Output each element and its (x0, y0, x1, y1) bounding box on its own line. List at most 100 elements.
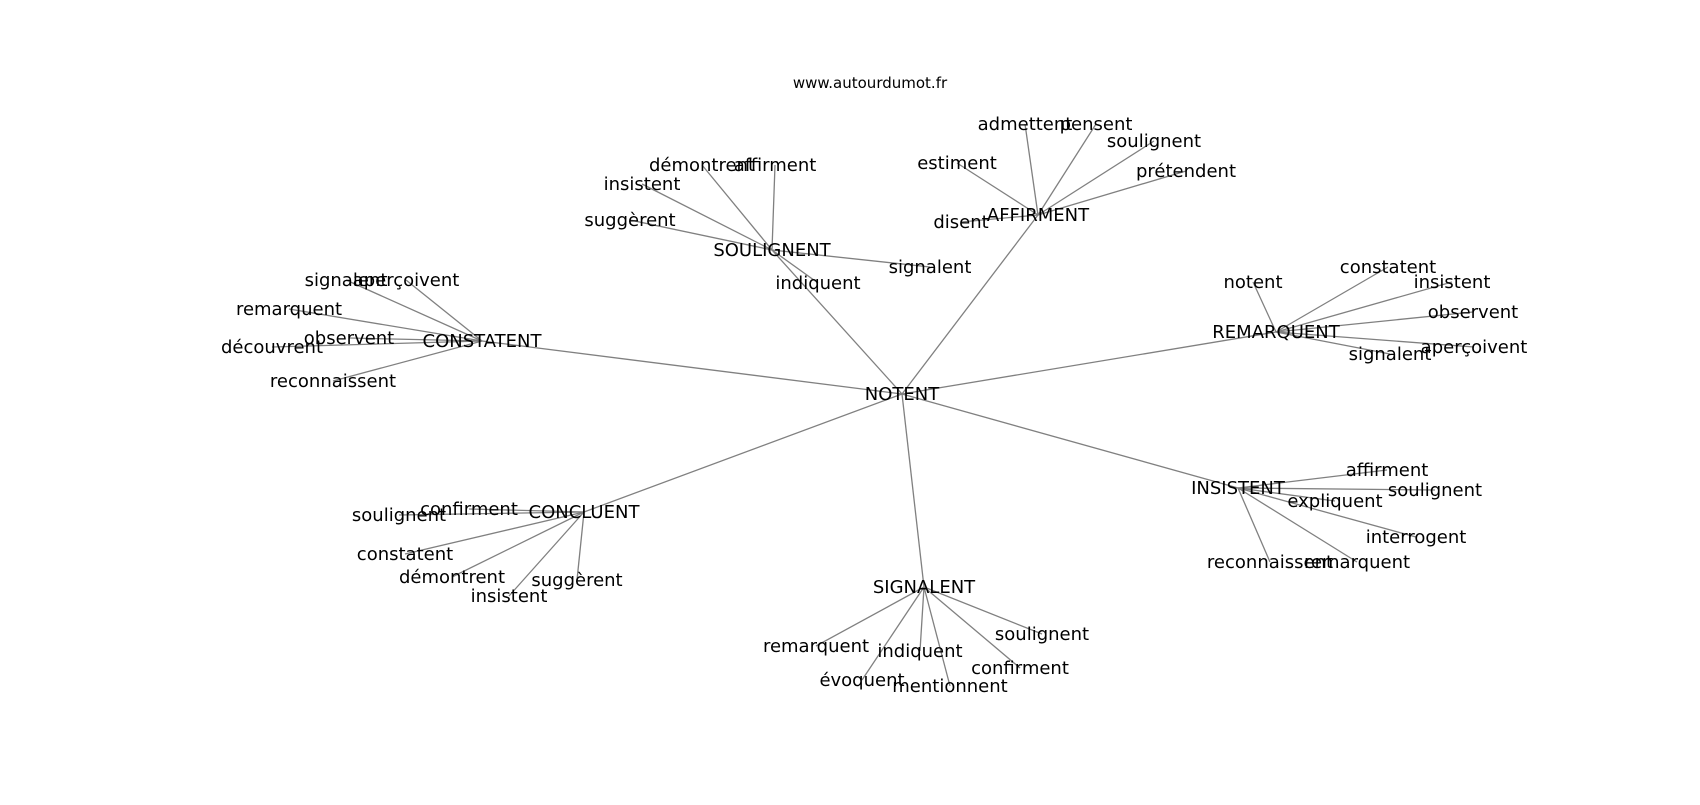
leaf-node-label[interactable]: expliquent (1287, 491, 1382, 512)
edge-affirment-child (960, 214, 1039, 223)
edge-insistent-child (1237, 487, 1417, 538)
edge-center-to-affirment (901, 214, 1039, 395)
labels-layer: NOTENTAFFIRMENTadmettentpensentsoulignen… (221, 114, 1527, 697)
leaf-node-label[interactable]: aperçoivent (1421, 337, 1528, 358)
edge-signalent-child (923, 586, 1043, 635)
leaf-node-label[interactable]: admettent (978, 114, 1073, 135)
group-node-insistent[interactable]: INSISTENT (1191, 478, 1286, 499)
edge-center-to-insistent (901, 393, 1239, 489)
leaf-node-label[interactable]: soulignent (1107, 131, 1201, 152)
leaf-node-label[interactable]: interrogent (1366, 527, 1467, 548)
group-node-constatent[interactable]: CONSTATENT (423, 331, 543, 352)
leaf-node-label[interactable]: insistent (1414, 272, 1491, 293)
leaf-node-label[interactable]: disent (933, 212, 988, 233)
edge-remarquent-child (1275, 281, 1453, 333)
edge-soulignent-child (771, 164, 776, 251)
leaf-node-label[interactable]: affirment (1346, 460, 1429, 481)
edge-center-to-remarquent (901, 331, 1277, 395)
leaf-node-label[interactable]: démontrent (649, 155, 755, 176)
edge-affirment-child (1037, 140, 1155, 216)
edge-signalent-child (923, 586, 951, 687)
edge-constatent-child (405, 279, 483, 342)
edge-insistent-child (1237, 469, 1388, 489)
edge-affirment-child (1024, 123, 1039, 216)
leaf-node-label[interactable]: indiquent (775, 273, 860, 294)
edge-signalent-child (919, 586, 925, 652)
leaf-node-label[interactable]: constatent (357, 544, 453, 565)
leaf-node-label[interactable]: observent (304, 328, 394, 349)
leaf-node-label[interactable]: suggèrent (584, 210, 675, 231)
edge-remarquent-child (1275, 331, 1391, 355)
leaf-node-label[interactable]: estiment (917, 153, 997, 174)
edge-soulignent-child (771, 249, 819, 284)
edge-center-to-concluent (583, 393, 903, 513)
edge-remarquent-child (1275, 331, 1475, 348)
edge-signalent-child (815, 586, 925, 647)
leaf-node-label[interactable]: insistent (471, 586, 548, 607)
edge-center-to-soulignent (771, 249, 903, 395)
leaf-node-label[interactable]: signalent (889, 257, 972, 278)
leaf-node-label[interactable]: pensent (1060, 114, 1133, 135)
leaf-node-label[interactable]: prétendent (1136, 161, 1236, 182)
group-node-concluent[interactable]: CONCLUENT (529, 502, 641, 523)
edge-insistent-child (1237, 487, 1271, 563)
site-url: www.autourdumot.fr (793, 74, 948, 92)
leaf-node-label[interactable]: notent (1223, 272, 1282, 293)
leaf-node-label[interactable]: soulignent (995, 624, 1089, 645)
group-node-affirment[interactable]: AFFIRMENT (987, 205, 1090, 226)
edge-concluent-child (451, 511, 585, 578)
leaf-node-label[interactable]: confirment (971, 658, 1069, 679)
leaf-node-label[interactable]: remarquent (1304, 552, 1410, 573)
edge-signalent-child (861, 586, 925, 681)
group-node-soulignent[interactable]: SOULIGNENT (713, 240, 831, 261)
leaf-node-label[interactable]: insistent (604, 174, 681, 195)
edge-signalent-child (923, 586, 1021, 669)
edge-remarquent-child (1275, 266, 1389, 333)
group-node-remarquent[interactable]: REMARQUENT (1212, 322, 1340, 343)
leaf-node-label[interactable]: évoquent (819, 670, 904, 691)
edge-constatent-child (288, 308, 483, 342)
edge-center-to-signalent (901, 393, 925, 588)
leaf-node-label[interactable]: aperçoivent (353, 270, 460, 291)
edge-concluent-child (576, 511, 585, 581)
edges-layer (271, 123, 1475, 687)
edge-concluent-child (468, 508, 585, 513)
edge-constatent-child (271, 340, 483, 348)
edge-remarquent-child (1275, 311, 1474, 333)
edge-concluent-child (398, 511, 585, 516)
edge-soulignent-child (641, 183, 773, 251)
leaf-node-label[interactable]: suggèrent (531, 570, 622, 591)
leaf-node-label[interactable]: reconnaissent (1207, 552, 1333, 573)
leaf-node-label[interactable]: découvrent (221, 337, 323, 358)
edge-constatent-child (348, 337, 483, 342)
leaf-node-label[interactable]: soulignent (352, 505, 446, 526)
edge-affirment-child (1037, 170, 1187, 216)
center-node-label[interactable]: NOTENT (865, 384, 940, 405)
leaf-node-label[interactable]: indiquent (877, 641, 962, 662)
group-node-signalent[interactable]: SIGNALENT (873, 577, 976, 598)
leaf-node-label[interactable]: remarquent (236, 299, 342, 320)
edge-concluent-child (508, 511, 585, 597)
leaf-node-label[interactable]: signalent (1349, 344, 1432, 365)
edge-soulignent-child (629, 219, 773, 251)
leaf-node-label[interactable]: confirment (420, 499, 518, 520)
leaf-node-label[interactable]: affirment (734, 155, 817, 176)
edge-insistent-child (1237, 487, 1336, 502)
leaf-node-label[interactable]: mentionnent (892, 676, 1007, 697)
leaf-node-label[interactable]: constatent (1340, 257, 1436, 278)
leaf-node-label[interactable]: démontrent (399, 567, 505, 588)
leaf-node-label[interactable]: observent (1428, 302, 1518, 323)
leaf-node-label[interactable]: remarquent (763, 636, 869, 657)
edge-constatent-child (345, 279, 483, 342)
edge-center-to-constatent (481, 340, 903, 395)
leaf-node-label[interactable]: reconnaissent (270, 371, 396, 392)
edge-insistent-child (1237, 487, 1358, 563)
edge-concluent-child (404, 511, 585, 555)
edge-insistent-child (1237, 487, 1436, 491)
leaf-node-label[interactable]: soulignent (1388, 480, 1482, 501)
leaf-node-label[interactable]: signalent (305, 270, 388, 291)
edge-soulignent-child (771, 249, 931, 268)
edge-remarquent-child (1252, 281, 1277, 333)
